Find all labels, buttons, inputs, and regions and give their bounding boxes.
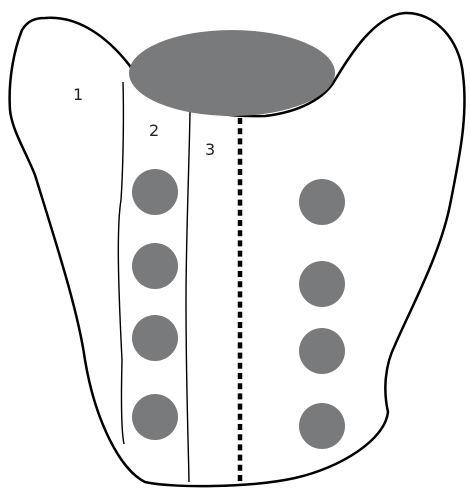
dot-right-2	[299, 261, 345, 307]
dot-right-1	[299, 179, 345, 225]
dot-right-4	[299, 403, 345, 449]
dot-left-2	[132, 243, 178, 289]
top-cap	[129, 30, 335, 116]
zone-label-1: 1	[73, 85, 83, 104]
dot-left-4	[132, 394, 178, 440]
zone-label-2: 2	[149, 121, 159, 140]
zone-label-3: 3	[205, 140, 215, 159]
dot-left-3	[132, 315, 178, 361]
dot-left-1	[132, 169, 178, 215]
dot-right-3	[299, 328, 345, 374]
